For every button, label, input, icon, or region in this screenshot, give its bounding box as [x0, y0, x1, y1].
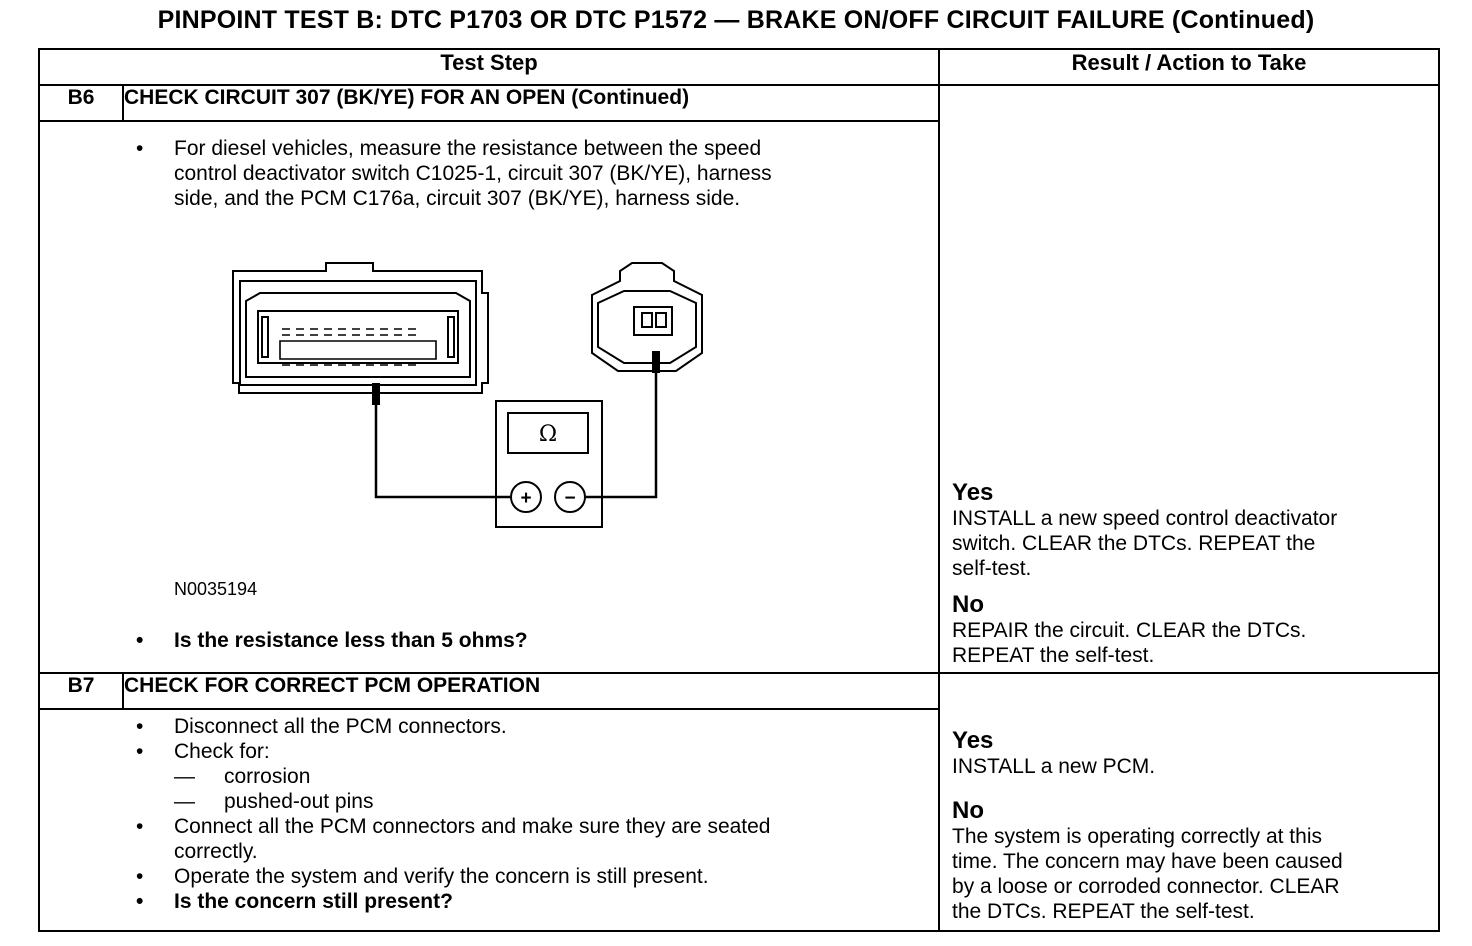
step-b7-title-row: B7 CHECK FOR CORRECT PCM OPERATION Yes I…	[38, 672, 1441, 932]
b7-no-block: No The system is operating correctly at …	[952, 798, 1430, 924]
yes-action-line: self-test.	[952, 557, 1032, 580]
b7-instructions: • Disconnect all the PCM connectors. • C…	[40, 714, 938, 914]
yes-label: Yes	[952, 727, 994, 754]
list-item: • Disconnect all the PCM connectors.	[124, 714, 938, 739]
bullet-mark: •	[136, 715, 144, 738]
yes-action-line: INSTALL a new speed control deactivator	[952, 507, 1338, 530]
negative-test-lead	[585, 359, 658, 499]
instruction-text: Disconnect all the PCM connectors.	[174, 715, 507, 738]
step-title: CHECK FOR CORRECT PCM OPERATION	[121, 672, 941, 710]
no-label: No	[952, 591, 985, 618]
instruction-text: correctly.	[174, 840, 258, 863]
b7-yes-block: Yes INSTALL a new PCM.	[952, 728, 1430, 779]
positive-test-lead	[374, 391, 511, 499]
bullet-mark: •	[136, 890, 144, 913]
question-text: Is the concern still present?	[174, 890, 453, 913]
list-item: — pushed-out pins	[124, 789, 938, 814]
step-b7-body-row: • Disconnect all the PCM connectors. • C…	[37, 708, 1439, 932]
header-result-action: Result / Action to Take	[938, 48, 1441, 86]
positive-probe-tip	[372, 383, 380, 405]
yes-label: Yes	[952, 479, 994, 506]
no-action-line: the DTCs. REPEAT the self-test.	[952, 900, 1255, 923]
yes-action-line: switch. CLEAR the DTCs. REPEAT the	[952, 532, 1316, 555]
step-number: B6	[38, 84, 124, 122]
no-action-line: REPEAT the self-test.	[952, 644, 1155, 667]
yes-action-line: INSTALL a new PCM.	[952, 755, 1156, 778]
list-item: • Operate the system and verify the conc…	[124, 864, 938, 889]
pinpoint-test-table: Test Step Result / Action to Take B6 CHE…	[37, 48, 1441, 932]
bullet-mark: •	[136, 865, 144, 888]
no-label: No	[952, 797, 985, 824]
b6-no-block: No REPAIR the circuit. CLEAR the DTCs. R…	[952, 592, 1430, 668]
instruction-text: Check for:	[174, 740, 270, 763]
no-action-line: time. The concern may have been caused	[952, 850, 1343, 873]
b6-instructions: • For diesel vehicles, measure the resis…	[40, 136, 938, 211]
header-test-step: Test Step	[37, 48, 941, 86]
instruction-text: pushed-out pins	[224, 790, 374, 813]
step-b7-result-cell: Yes INSTALL a new PCM. No The system is …	[938, 672, 1441, 932]
dash-mark: —	[174, 765, 195, 788]
list-item: — corrosion	[124, 764, 938, 789]
instruction-text: corrosion	[224, 765, 311, 788]
step-title: CHECK CIRCUIT 307 (BK/YE) FOR AN OPEN (C…	[121, 84, 941, 122]
step-b6-title-row: B6 CHECK CIRCUIT 307 (BK/YE) FOR AN OPEN…	[38, 84, 1441, 674]
instruction-line: control deactivator switch C1025-1, circ…	[174, 162, 772, 185]
negative-probe-tip	[652, 351, 660, 373]
ohmmeter-illustration	[495, 400, 603, 528]
figure-id: N0035194	[174, 579, 258, 599]
list-item: • Is the concern still present?	[124, 889, 938, 914]
minus-terminal-label: −	[564, 488, 575, 509]
list-item: • For diesel vehicles, measure the resis…	[124, 136, 938, 211]
list-item: • Connect all the PCM connectors and mak…	[124, 814, 938, 864]
b6-question: • Is the resistance less than 5 ohms?	[40, 628, 938, 653]
instruction-text: Connect all the PCM connectors and make …	[174, 815, 771, 838]
list-item: • Is the resistance less than 5 ohms?	[124, 628, 938, 653]
step-b7-body: • Disconnect all the PCM connectors. • C…	[37, 708, 941, 932]
instruction-text: Operate the system and verify the concer…	[174, 865, 709, 888]
step-b6-body-row: • For diesel vehicles, measure the resis…	[37, 120, 1439, 674]
b6-yes-block: Yes INSTALL a new speed control deactiva…	[952, 480, 1430, 581]
switch-connector-illustration	[591, 262, 703, 372]
instruction-line: side, and the PCM C176a, circuit 307 (BK…	[174, 187, 741, 210]
no-action-line: by a loose or corroded connector. CLEAR	[952, 875, 1340, 898]
pcm-connector-illustration	[232, 262, 489, 394]
plus-terminal-label: +	[520, 488, 531, 509]
dash-mark: —	[174, 790, 195, 813]
step-b6-body: • For diesel vehicles, measure the resis…	[37, 120, 941, 674]
table-header-row: Test Step Result / Action to Take	[37, 48, 1441, 86]
page-title: PINPOINT TEST B: DTC P1703 OR DTC P1572 …	[157, 6, 1315, 34]
pcm-pin-row	[282, 328, 416, 366]
resistance-test-diagram: Ω + −	[232, 262, 703, 528]
bullet-mark: •	[136, 740, 144, 763]
step-b6-result-cell: Yes INSTALL a new speed control deactiva…	[938, 84, 1441, 674]
instruction-line: For diesel vehicles, measure the resista…	[174, 137, 762, 160]
no-action-line: The system is operating correctly at thi…	[952, 825, 1322, 848]
bullet-mark: •	[136, 137, 144, 160]
question-text: Is the resistance less than 5 ohms?	[174, 629, 528, 652]
step-number: B7	[38, 672, 124, 710]
bullet-mark: •	[136, 815, 144, 838]
list-item: • Check for:	[124, 739, 938, 764]
bullet-mark: •	[136, 629, 144, 652]
ohm-symbol: Ω	[539, 422, 557, 447]
no-action-line: REPAIR the circuit. CLEAR the DTCs.	[952, 619, 1307, 642]
